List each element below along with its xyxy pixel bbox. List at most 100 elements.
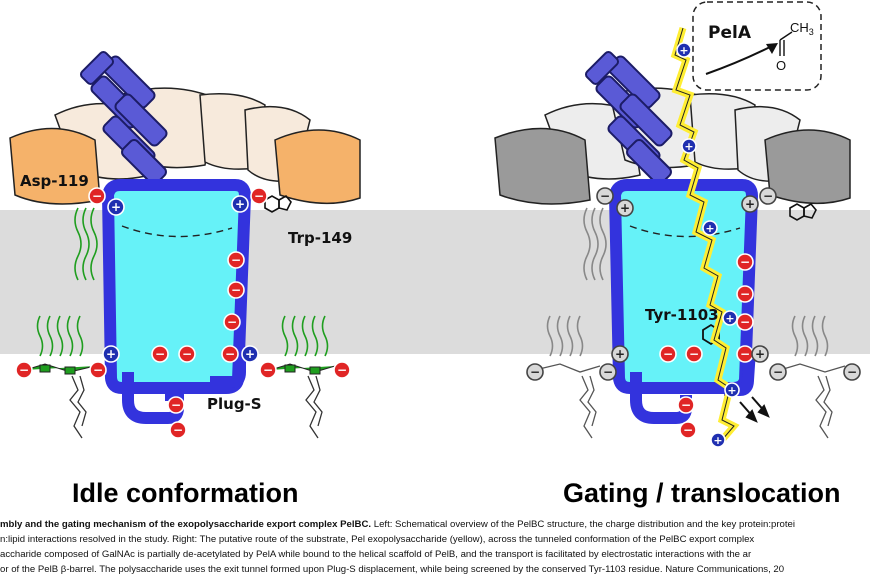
charge-symbol: − xyxy=(740,255,750,269)
right-panel: PelA CH3 O Tyr-1103 xyxy=(494,1,851,443)
label-plug-s: Plug-S xyxy=(207,395,262,413)
left-petal-side-right xyxy=(274,129,361,205)
charge-markers: −++−−−−+−−−+−−−−−−++++++−−−−−−−−−++−++−−… xyxy=(15,42,861,448)
right-panel-title: Gating / translocation xyxy=(563,478,841,508)
charge-symbol: − xyxy=(225,347,235,361)
figure-caption: mbly and the gating mechanism of the exo… xyxy=(0,517,870,580)
charge-symbol: − xyxy=(171,398,181,412)
positive-charge: + xyxy=(710,432,726,448)
negative-charge: − xyxy=(178,345,196,363)
negative-charge: − xyxy=(843,363,861,381)
right-plug-s-displaced xyxy=(724,349,756,396)
left-panel: Asp-119 Trp-149 Plug-S xyxy=(9,50,361,439)
label-pela: PelA xyxy=(708,23,752,43)
right-helical-scaffold xyxy=(584,50,673,185)
label-tyr-1103: Tyr-1103 xyxy=(645,306,719,324)
label-trp-149: Trp-149 xyxy=(288,229,352,247)
negative-charge: − xyxy=(599,363,617,381)
charge-symbol: + xyxy=(106,347,116,361)
charge-symbol: − xyxy=(254,189,264,203)
charge-symbol: + xyxy=(745,197,755,211)
tyr-1103-ring xyxy=(702,323,720,346)
exit-arrows xyxy=(739,396,770,423)
negative-charge: − xyxy=(259,361,277,379)
charge-symbol: − xyxy=(773,365,783,379)
charge-symbol: − xyxy=(763,189,773,203)
positive-charge: + xyxy=(616,199,634,217)
negative-charge: − xyxy=(596,187,614,205)
charge-symbol: − xyxy=(740,347,750,361)
positive-charge: + xyxy=(751,345,769,363)
caption-line-3: accharide composed of GalNAc is partiall… xyxy=(0,549,752,560)
right-barrel-rim xyxy=(629,225,741,238)
left-panel-title: Idle conformation xyxy=(72,478,299,508)
negative-charge: − xyxy=(221,345,239,363)
negative-charge: − xyxy=(167,396,185,414)
negative-charge: − xyxy=(677,396,695,414)
left-helical-scaffold xyxy=(79,50,168,185)
charge-symbol: + xyxy=(705,222,714,235)
charge-symbol: + xyxy=(620,201,630,215)
negative-charge: − xyxy=(227,251,245,269)
charge-symbol: − xyxy=(155,347,165,361)
charge-symbol: − xyxy=(173,423,183,437)
negative-charge: − xyxy=(736,285,754,303)
charge-symbol: + xyxy=(727,384,736,397)
label-asp-119: Asp-119 xyxy=(20,172,89,190)
label-ch3: CH3 xyxy=(790,20,814,37)
positive-charge: + xyxy=(676,42,692,58)
positive-charge: + xyxy=(681,138,697,154)
charge-symbol: + xyxy=(755,347,765,361)
left-petal-side-left xyxy=(9,127,101,205)
charge-symbol: − xyxy=(227,315,237,329)
charge-symbol: + xyxy=(725,312,734,325)
positive-charge: + xyxy=(107,198,125,216)
acetyl-group xyxy=(779,31,793,56)
positive-charge: + xyxy=(611,345,629,363)
left-barrel-rim xyxy=(121,225,233,238)
positive-charge: + xyxy=(241,345,259,363)
charge-symbol: + xyxy=(679,44,688,57)
charge-symbol: + xyxy=(245,347,255,361)
charge-symbol: + xyxy=(684,140,693,153)
left-lipids xyxy=(36,207,329,357)
charge-symbol: − xyxy=(600,189,610,203)
charge-symbol: − xyxy=(337,363,347,377)
right-trp-ring xyxy=(789,202,817,221)
negative-charge: − xyxy=(526,363,544,381)
negative-charge: − xyxy=(659,345,677,363)
left-lipid-anchors xyxy=(69,375,323,439)
charge-symbol: − xyxy=(231,253,241,267)
charge-symbol: + xyxy=(235,197,245,211)
charge-symbol: − xyxy=(740,315,750,329)
charge-symbol: − xyxy=(93,363,103,377)
positive-charge: + xyxy=(741,195,759,213)
positive-charge: + xyxy=(724,382,740,398)
negative-charge: − xyxy=(736,345,754,363)
negative-charge: − xyxy=(15,361,33,379)
negative-charge: − xyxy=(333,361,351,379)
negative-charge: − xyxy=(769,363,787,381)
charge-symbol: − xyxy=(740,287,750,301)
negative-charge: − xyxy=(89,361,107,379)
negative-charge: − xyxy=(169,421,187,439)
positive-charge: + xyxy=(102,345,120,363)
charge-symbol: − xyxy=(681,398,691,412)
positive-charge: + xyxy=(231,195,249,213)
negative-charge: − xyxy=(759,187,777,205)
caption-line-2: n:lipid interactions resolved in the stu… xyxy=(0,534,755,545)
negative-charge: − xyxy=(685,345,703,363)
positive-charge: + xyxy=(702,220,718,236)
negative-charge: − xyxy=(736,253,754,271)
pela-arrow xyxy=(705,45,773,75)
pela-box xyxy=(692,1,822,91)
left-lipid-heads xyxy=(24,363,336,375)
caption-line-1: mbly and the gating mechanism of the exo… xyxy=(0,519,796,530)
negative-charge: − xyxy=(223,313,241,331)
right-barrel xyxy=(609,179,758,394)
charge-symbol: − xyxy=(182,347,192,361)
negative-charge: − xyxy=(679,421,697,439)
negative-charge: − xyxy=(88,187,106,205)
charge-symbol: − xyxy=(689,347,699,361)
